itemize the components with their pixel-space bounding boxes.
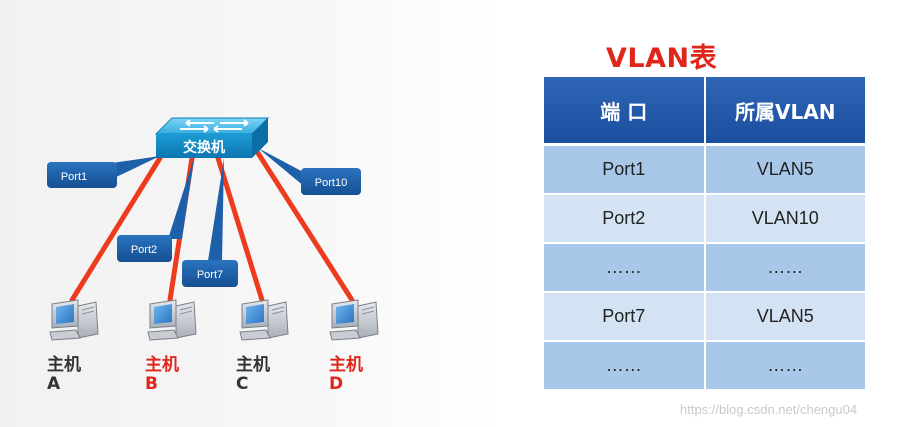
computer-icon-a — [49, 299, 99, 341]
port-tag-label: Port10 — [315, 177, 347, 189]
pointer-port1 — [112, 156, 160, 179]
column-header-port: 端 口 — [544, 77, 706, 145]
table-header-row: 端 口 所属VLAN — [544, 77, 865, 145]
link-host-a — [69, 155, 163, 303]
port-tag-7: Port7 — [182, 260, 238, 287]
pointer-port10 — [258, 148, 305, 187]
port-tag-label: Port7 — [197, 269, 223, 281]
cell-port: Port1 — [544, 143, 706, 194]
cell-port: …… — [544, 242, 706, 292]
switch-label: 交换机 — [183, 139, 225, 156]
cell-vlan: …… — [704, 242, 865, 292]
cell-vlan: VLAN5 — [704, 291, 865, 341]
host-label-line1: 主机 — [145, 355, 179, 375]
link-host-c — [215, 155, 265, 303]
table-row: …… …… — [544, 242, 865, 292]
switch-icon: 交换机 — [154, 117, 270, 158]
pointer-port2 — [168, 158, 194, 239]
host-label-c: 主机 C — [236, 356, 270, 394]
host-label-line2: C — [236, 374, 249, 394]
vlan-table: 端 口 所属VLAN Port1 VLAN5 Port2 VLAN10 …… …… — [544, 77, 865, 389]
diagram-background — [0, 0, 500, 427]
host-label-a: 主机 A — [47, 356, 81, 394]
port-tag-10: Port10 — [301, 168, 361, 195]
host-label-line2: B — [145, 374, 158, 394]
pointer-port7 — [208, 158, 224, 261]
watermark: https://blog.csdn.net/chengu04 — [680, 402, 858, 417]
host-label-line2: D — [329, 374, 344, 394]
port-tag-2: Port2 — [117, 235, 172, 262]
port-tag-label: Port2 — [131, 244, 157, 256]
cell-port: Port2 — [544, 193, 706, 243]
computer-icon-d — [329, 299, 379, 341]
computer-icon-b — [147, 299, 197, 341]
cell-vlan: VLAN10 — [704, 193, 865, 243]
host-label-d: 主机 D — [329, 356, 363, 394]
host-label-line1: 主机 — [236, 355, 270, 375]
host-label-line1: 主机 — [329, 355, 363, 375]
table-row: Port7 VLAN5 — [544, 291, 865, 341]
cell-port: …… — [544, 340, 706, 389]
table-row: Port2 VLAN10 — [544, 193, 865, 243]
host-label-line1: 主机 — [47, 355, 81, 375]
host-label-line2: A — [47, 374, 61, 394]
computer-icon-c — [239, 299, 289, 341]
column-header-vlan: 所属VLAN — [704, 77, 865, 145]
port-tag-1: Port1 — [47, 162, 117, 188]
port-tag-label: Port1 — [61, 171, 87, 183]
host-label-b: 主机 B — [145, 356, 179, 394]
port-pointers — [112, 148, 305, 261]
vlan-table-title: VLAN表 — [606, 43, 718, 74]
cell-port: Port7 — [544, 291, 706, 341]
cell-vlan: …… — [704, 340, 865, 389]
link-host-d — [253, 147, 355, 303]
table-row: …… …… — [544, 340, 865, 389]
cell-vlan: VLAN5 — [704, 143, 865, 194]
table-row: Port1 VLAN5 — [544, 143, 865, 194]
